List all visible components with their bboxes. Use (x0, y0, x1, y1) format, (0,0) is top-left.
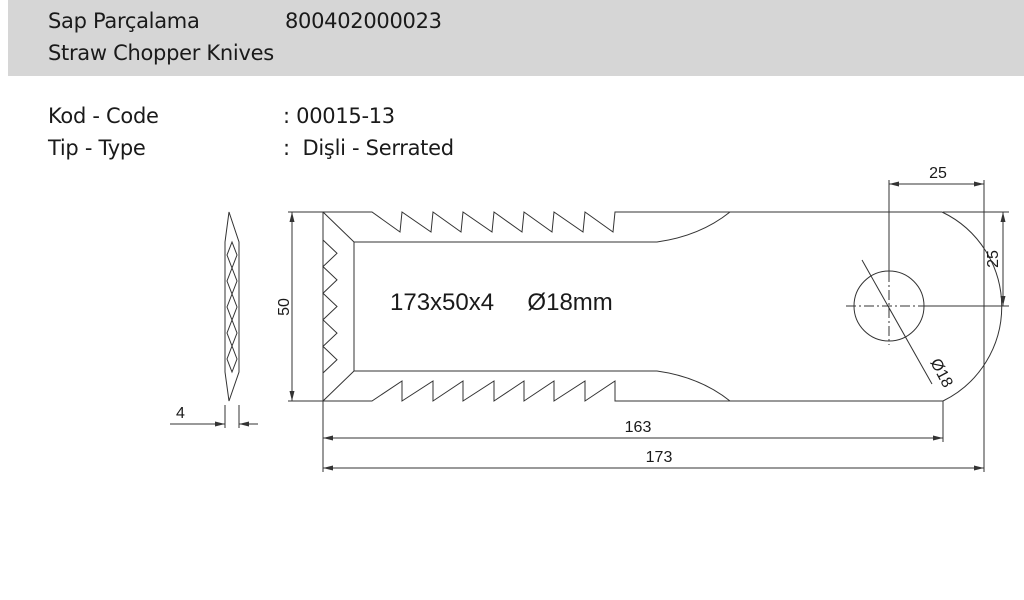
part-number: 800402000023 (285, 9, 442, 33)
knife-side-view (224, 211, 240, 402)
knife-size-label: 173x50x4 Ø18mm (390, 289, 613, 316)
type-value: : Dişli - Serrated (283, 136, 454, 160)
dim-50-label: 50 (276, 298, 293, 316)
dimensions: 50 4 163 173 25 25 Ø18 (170, 165, 1009, 472)
dim-diameter-label: Ø18 (926, 356, 955, 391)
left-serration (322, 239, 338, 374)
side-outline (224, 211, 240, 402)
product-name-en: Straw Chopper Knives (48, 41, 274, 65)
knife-front-view: 173x50x4 Ø18mm (322, 211, 1003, 402)
dim-4-label: 4 (176, 405, 185, 422)
knife-outline (322, 211, 1003, 402)
dim-25-h-label: 25 (929, 165, 947, 182)
dim-173-label: 173 (646, 449, 673, 466)
code-label: Kod - Code (48, 104, 159, 128)
top-bevel-line (322, 211, 731, 243)
side-bevel-pattern (226, 240, 238, 374)
dim-163-label: 163 (625, 419, 652, 436)
code-value: : 00015-13 (283, 104, 395, 128)
bottom-bevel-line (322, 370, 731, 402)
product-name-tr: Sap Parçalama (48, 9, 200, 33)
dim-25-v-label: 25 (985, 250, 1002, 268)
header-bar (8, 0, 1024, 76)
type-label: Tip - Type (48, 136, 146, 160)
dim-line-diameter (861, 259, 933, 385)
